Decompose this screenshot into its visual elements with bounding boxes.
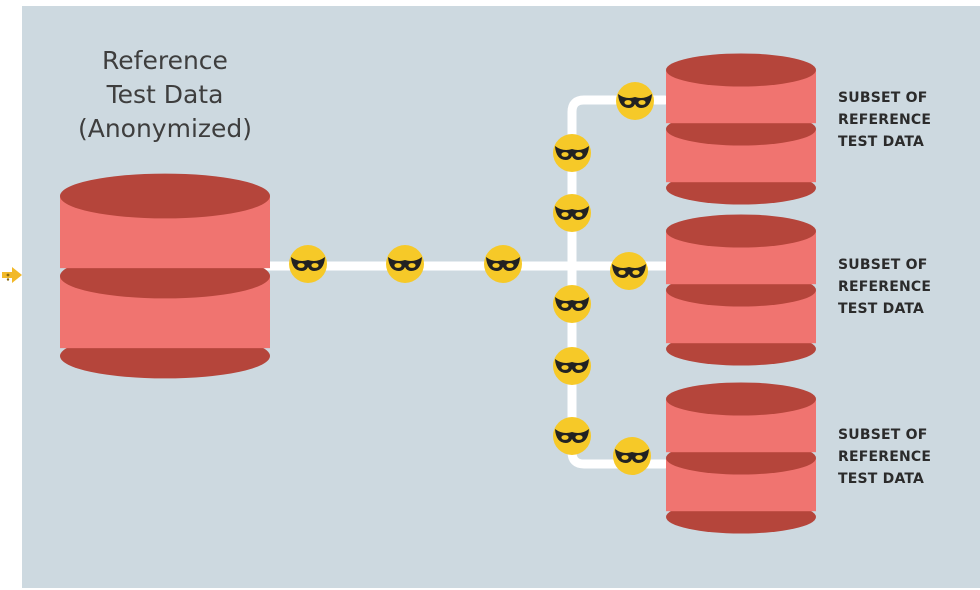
subset-label-line: SUBSET OF [838, 427, 928, 443]
mask-token-icon [484, 245, 522, 283]
subset-label-line: TEST DATA [838, 471, 925, 487]
source-title-line: (Anonymized) [77, 114, 253, 143]
mask-token-icon [553, 417, 591, 455]
source-title-line: Test Data [106, 80, 224, 109]
subset-label-line: REFERENCE [838, 449, 932, 465]
mask-token-icon [386, 245, 424, 283]
source-title: Reference Test Data (Anonymized) [40, 44, 290, 146]
subset-label-1: SUBSET OF REFERENCE TEST DATA [838, 87, 978, 153]
hand-pointer-icon [2, 267, 22, 283]
mask-token-icon [616, 82, 654, 120]
subset-database-icon-2 [666, 214, 816, 366]
mask-token-icon [610, 252, 648, 290]
subset-label-line: REFERENCE [838, 112, 932, 128]
connector-top-branch [567, 95, 670, 271]
mask-token-icon [289, 245, 327, 283]
subset-label-line: TEST DATA [838, 301, 925, 317]
subset-label-2: SUBSET OF REFERENCE TEST DATA [838, 254, 978, 320]
subset-database-icon-3 [666, 382, 816, 534]
mask-token-icon [553, 347, 591, 385]
subset-label-line: REFERENCE [838, 279, 932, 295]
mask-token-icon [553, 285, 591, 323]
mask-token-icon [553, 194, 591, 232]
source-database-icon [60, 173, 270, 379]
mask-token-icon [613, 437, 651, 475]
subset-label-line: SUBSET OF [838, 257, 928, 273]
subset-label-line: TEST DATA [838, 134, 925, 150]
source-title-line: Reference [102, 46, 228, 75]
subset-label-3: SUBSET OF REFERENCE TEST DATA [838, 424, 978, 490]
subset-label-line: SUBSET OF [838, 90, 928, 106]
subset-database-icon-1 [666, 53, 816, 205]
mask-token-icon [553, 134, 591, 172]
